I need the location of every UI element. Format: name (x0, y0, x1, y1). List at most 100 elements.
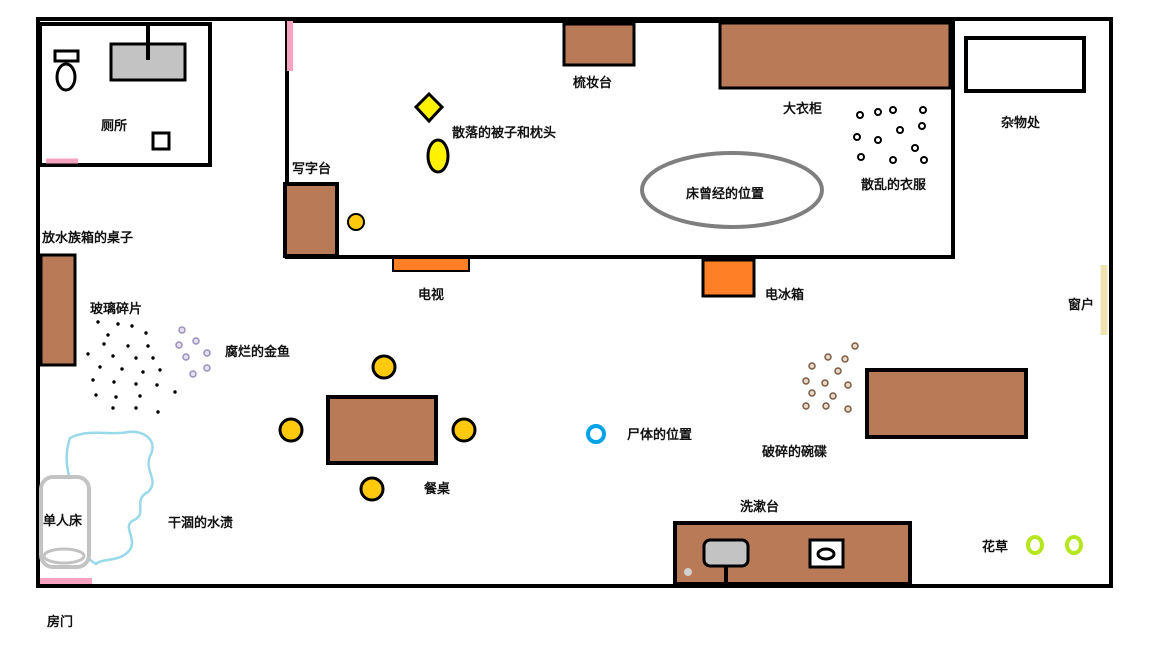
plant-pot (1026, 535, 1044, 555)
label-water-stain: 干涸的水渍 (168, 515, 233, 531)
dining-chair (359, 476, 385, 502)
clothes-item (920, 156, 928, 164)
glass-shard (134, 382, 138, 386)
label-toilet: 厕所 (101, 118, 127, 134)
fridge (701, 258, 756, 298)
goldfish-item (192, 337, 200, 345)
dining-chair (451, 417, 477, 443)
dish-shard (822, 402, 830, 410)
label-door: 房门 (47, 614, 73, 630)
label-sink: 洗漱台 (740, 499, 779, 515)
dresser (562, 22, 636, 67)
quilt (426, 138, 450, 174)
glass-shard (130, 324, 134, 328)
glass-shard (94, 393, 98, 397)
label-storage: 杂物处 (1001, 115, 1041, 131)
glass-shard (102, 342, 106, 346)
label-former-bed: 床曾经的位置 (686, 186, 764, 202)
plant-pot (1065, 535, 1083, 555)
glass-shard (116, 322, 120, 326)
toilet-bowl (55, 62, 77, 92)
label-window: 窗户 (1068, 297, 1094, 313)
goldfish-item (203, 349, 211, 357)
tv (392, 257, 470, 272)
label-dining-table: 餐桌 (423, 481, 451, 497)
goldfish-item (178, 326, 186, 334)
label-fridge: 电冰箱 (765, 287, 804, 303)
label-desk: 写字台 (292, 161, 331, 177)
storage-box (964, 36, 1086, 93)
clothes-item (918, 122, 926, 130)
clothes-item (896, 126, 904, 134)
label-aquarium-table: 放水族箱的桌子 (41, 230, 133, 246)
label-single-bed: 单人床 (43, 513, 83, 529)
glass-shards (86, 320, 177, 414)
label-corpse: 尸体的位置 (627, 427, 692, 443)
glass-shard (156, 410, 160, 414)
scattered-clothes (853, 106, 928, 164)
glass-shard (96, 320, 100, 324)
glass-shard (134, 356, 138, 360)
bed-pillow (42, 547, 86, 565)
broken-dishes (802, 342, 859, 413)
bedroom-wall (285, 19, 955, 259)
glass-shard (173, 390, 177, 394)
dining-chair (371, 354, 397, 380)
toilet-tank (53, 49, 80, 63)
goldfish-item (175, 341, 183, 349)
glass-shard (98, 365, 102, 369)
goldfish-item (189, 370, 197, 378)
glass-shard (158, 368, 162, 372)
glass-shard (141, 370, 145, 374)
wash-basin (702, 538, 750, 568)
clothes-item (919, 106, 927, 114)
glass-shard (111, 406, 115, 410)
label-wardrobe: 大衣柜 (783, 101, 822, 117)
clothes-item (857, 153, 865, 161)
pillow (413, 91, 445, 124)
dish-shard (844, 405, 852, 413)
label-dishes: 破碎的碗碟 (762, 444, 827, 460)
label-tv: 电视 (418, 287, 444, 303)
clothes-item (856, 111, 864, 119)
rotten-goldfish (175, 326, 211, 378)
desk-chair (347, 213, 365, 231)
glass-shard (134, 406, 138, 410)
dining-table (326, 395, 438, 465)
glass-shard (146, 344, 150, 348)
corpse-marker (586, 424, 606, 444)
dish-shard (851, 342, 859, 350)
dish-shard (829, 392, 837, 400)
dish-shard (808, 389, 816, 397)
glass-shard (126, 344, 130, 348)
side-table (865, 368, 1028, 439)
glass-shard (114, 395, 118, 399)
glass-shard (144, 331, 148, 335)
glass-shard (91, 378, 95, 382)
dish-shard (808, 362, 816, 370)
desk (283, 182, 339, 258)
glass-shard (138, 394, 142, 398)
clothes-item (874, 108, 882, 116)
glass-shard (106, 333, 110, 337)
label-bedding: 散落的被子和枕头 (452, 125, 556, 141)
single-bed (39, 475, 91, 569)
glass-shard (120, 367, 124, 371)
clothes-item (889, 156, 897, 164)
dish-shard (844, 381, 852, 389)
dish-shard (824, 353, 832, 361)
glass-shard (86, 352, 90, 356)
label-dresser: 梳妆台 (573, 75, 612, 91)
toilet-room-wall (38, 22, 212, 167)
label-clothes: 散乱的衣服 (861, 177, 927, 193)
wardrobe (718, 21, 952, 90)
goldfish-item (182, 353, 190, 361)
toilet-drain (151, 131, 171, 151)
dish-shard (841, 355, 849, 363)
glass-shard (155, 383, 159, 387)
label-goldfish: 腐烂的金鱼 (225, 344, 290, 360)
goldfish-item (203, 364, 211, 372)
clothes-item (889, 106, 897, 114)
dish-shard (802, 377, 810, 385)
